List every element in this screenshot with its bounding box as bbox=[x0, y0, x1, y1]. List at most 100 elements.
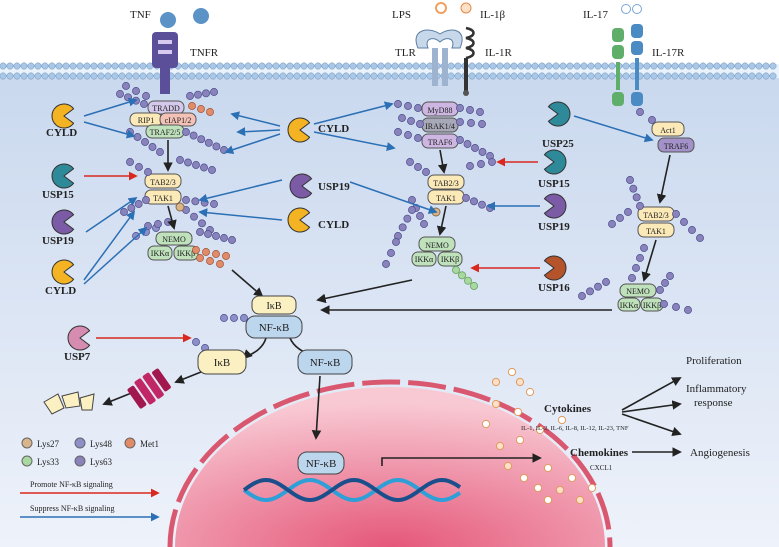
tlr-ikka-label: IKKα bbox=[415, 255, 434, 264]
ubiquitin bbox=[398, 114, 406, 122]
proliferation-label: Proliferation bbox=[686, 355, 742, 367]
ubiquitin bbox=[206, 257, 214, 265]
ubiquitin bbox=[578, 292, 586, 300]
ubiquitin bbox=[206, 108, 214, 116]
cyld-center-label: CYLD bbox=[318, 123, 349, 135]
lipid-head bbox=[468, 72, 476, 80]
act1-label: Act1 bbox=[660, 126, 676, 135]
lipid-head bbox=[251, 62, 259, 70]
lipid-head bbox=[538, 72, 546, 80]
tlr-signaling-complex: MyD88 IRAK1/4 TRAF6 TAB2/3 TAK1 NEMO IKK… bbox=[411, 101, 465, 267]
tnfr-label: TNFR bbox=[190, 47, 219, 59]
lipid-head bbox=[27, 62, 35, 70]
tak1-label: TAK1 bbox=[153, 194, 173, 203]
lipid-head bbox=[97, 62, 105, 70]
chemokines-label: Chemokines bbox=[570, 447, 629, 459]
secreted-molecule bbox=[543, 495, 553, 505]
ubiquitin bbox=[220, 314, 228, 322]
legend-suppress-label: Suppress NF-κB signaling bbox=[30, 504, 114, 513]
ubiquitin bbox=[467, 119, 475, 127]
lipid-head bbox=[657, 72, 665, 80]
lipid-head bbox=[83, 62, 91, 70]
dna-strand bbox=[242, 477, 462, 503]
ubiquitin bbox=[672, 210, 680, 218]
lipid-head bbox=[293, 72, 301, 80]
lipid-head bbox=[503, 62, 511, 70]
lipid-head bbox=[300, 62, 308, 70]
ubiquitin bbox=[408, 206, 416, 214]
ubiquitin bbox=[124, 93, 132, 102]
ubiquitin bbox=[127, 204, 136, 212]
lipid-head bbox=[293, 62, 301, 70]
il17-tab23-label: TAB2/3 bbox=[643, 211, 669, 220]
lipid-head bbox=[566, 72, 574, 80]
ubiquitin bbox=[204, 230, 212, 238]
lipid-head bbox=[111, 72, 119, 80]
il17-ikkb-label: IKKβ bbox=[643, 301, 661, 310]
pathway-arrows bbox=[102, 140, 682, 466]
lipid-head bbox=[202, 72, 210, 80]
lipid-head bbox=[734, 72, 742, 80]
usp15-right-icon bbox=[543, 149, 567, 175]
lipid-head bbox=[566, 62, 574, 70]
ubiquitin bbox=[626, 176, 634, 184]
ubiquitin bbox=[164, 218, 172, 226]
ubiquitin bbox=[406, 158, 414, 166]
ubiquitin bbox=[134, 200, 143, 208]
lipid-head bbox=[307, 72, 315, 80]
ubiquitin bbox=[416, 120, 424, 128]
lipid-head bbox=[685, 72, 693, 80]
ubiquitin bbox=[403, 214, 412, 223]
lipid-head bbox=[209, 62, 217, 70]
ubiquitin bbox=[488, 158, 496, 166]
ubiquitin bbox=[466, 162, 474, 170]
ubiquitin bbox=[394, 100, 402, 108]
il1r-receptor bbox=[463, 26, 475, 96]
secreted-molecule bbox=[507, 367, 517, 377]
lipid-head bbox=[454, 72, 462, 80]
usp7-label: USP7 bbox=[64, 351, 91, 363]
ubiquitin bbox=[186, 92, 194, 100]
lipid-head bbox=[405, 62, 413, 70]
ubiquitin bbox=[198, 219, 206, 228]
lipid-head bbox=[230, 62, 238, 70]
myd88-label: MyD88 bbox=[428, 106, 453, 115]
ubiquitin bbox=[629, 184, 638, 193]
secreted-molecule bbox=[519, 473, 529, 483]
ubiquitin bbox=[197, 135, 206, 144]
cyld-left-bottom-icon bbox=[51, 259, 75, 285]
ubiquitin bbox=[120, 208, 128, 216]
lipid-head bbox=[510, 72, 518, 80]
lipid-head bbox=[587, 62, 595, 70]
ubiquitin bbox=[414, 104, 422, 112]
ubiquitin bbox=[462, 194, 470, 202]
ciap-label: cIAP1/2 bbox=[165, 116, 192, 125]
ubiquitin bbox=[404, 131, 412, 139]
ubiquitin bbox=[204, 138, 213, 147]
lipid-head bbox=[356, 62, 364, 70]
usp19-left-icon bbox=[51, 209, 75, 235]
lipid-head bbox=[734, 62, 742, 70]
lipid-head bbox=[349, 62, 357, 70]
legend: Lys27 Lys48 Met1 Lys33 Lys63 Promote NF-… bbox=[20, 437, 160, 522]
usp25-label: USP25 bbox=[542, 138, 574, 150]
nfkb-free-label: NF-κB bbox=[310, 357, 341, 369]
lipid-head bbox=[6, 72, 14, 80]
ligand-dots-il1b bbox=[435, 2, 472, 14]
ubiquitin bbox=[661, 279, 669, 287]
lipid-head bbox=[34, 72, 42, 80]
lipid-head bbox=[447, 72, 455, 80]
lipid-head bbox=[13, 72, 21, 80]
lipid-head bbox=[237, 72, 245, 80]
lipid-head bbox=[181, 72, 189, 80]
plasma-membrane bbox=[0, 62, 779, 80]
ubiquitin bbox=[212, 142, 221, 151]
lipid-head bbox=[552, 62, 560, 70]
usp19-right-icon bbox=[543, 193, 567, 219]
ubiquitin bbox=[624, 208, 632, 216]
ubiquitin bbox=[420, 220, 428, 228]
cyld-center-icon bbox=[287, 117, 311, 143]
lipid-head bbox=[454, 62, 462, 70]
il1b-label: IL-1β bbox=[480, 9, 506, 21]
